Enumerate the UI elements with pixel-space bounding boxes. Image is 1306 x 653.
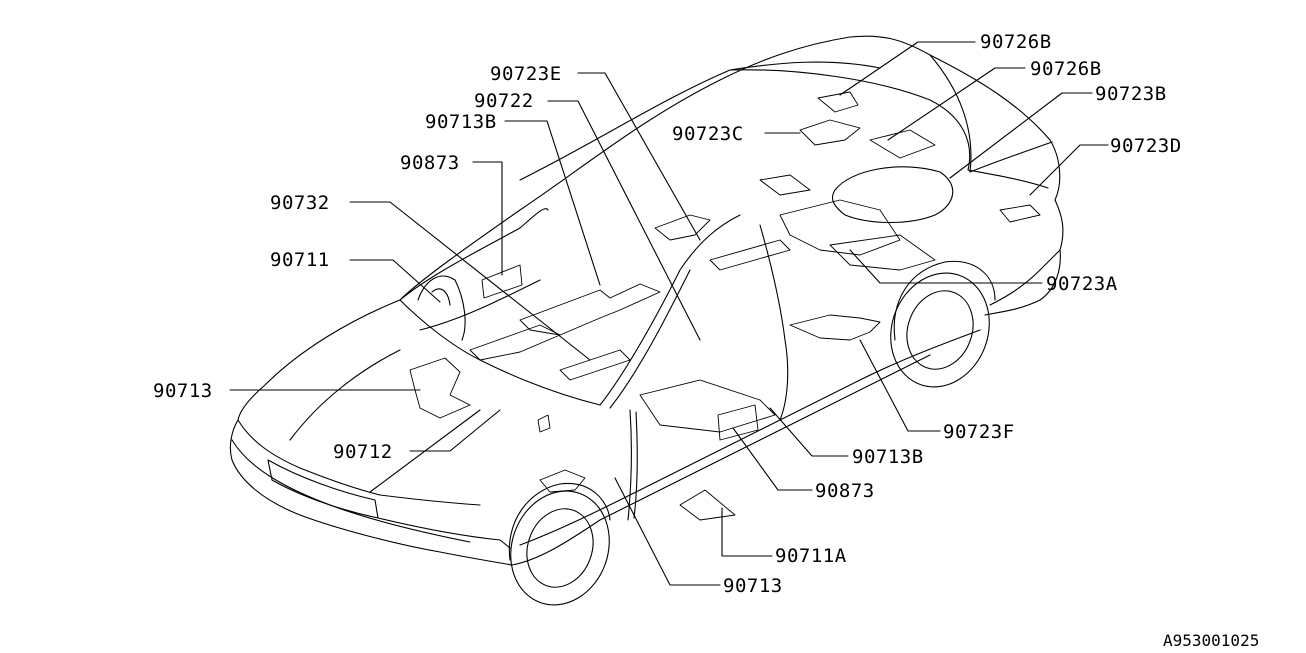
- leader-lines: [229, 41, 1109, 586]
- label-90723C: 90723C: [672, 123, 744, 145]
- label-90723E: 90723E: [490, 63, 562, 85]
- label-90873-top: 90873: [400, 152, 460, 174]
- label-90726B-2: 90726B: [1030, 58, 1102, 80]
- label-90713B-bottom: 90713B: [852, 446, 924, 468]
- insulator-pads: [409, 91, 1041, 521]
- rear-wheel: [890, 260, 996, 388]
- part-labels: 90726B 90726B 90723B 90723D 90723E 90722…: [153, 31, 1182, 597]
- label-90723B: 90723B: [1095, 83, 1167, 105]
- car-body: [229, 35, 1064, 566]
- figure-code: A953001025: [1163, 631, 1259, 650]
- label-90726B-1: 90726B: [980, 31, 1052, 53]
- front-wheel: [508, 482, 611, 606]
- label-90713-left: 90713: [153, 380, 213, 402]
- label-90713-bottom: 90713: [723, 575, 783, 597]
- label-90722: 90722: [474, 90, 534, 112]
- label-90732: 90732: [270, 192, 330, 214]
- label-90723F: 90723F: [943, 421, 1015, 443]
- label-90723D: 90723D: [1110, 135, 1182, 157]
- label-90873-bottom: 90873: [815, 480, 875, 502]
- label-90711: 90711: [270, 249, 330, 271]
- label-90723A: 90723A: [1046, 273, 1118, 295]
- label-90711A: 90711A: [775, 545, 847, 567]
- label-90713B-top: 90713B: [425, 111, 497, 133]
- label-90712: 90712: [333, 441, 393, 463]
